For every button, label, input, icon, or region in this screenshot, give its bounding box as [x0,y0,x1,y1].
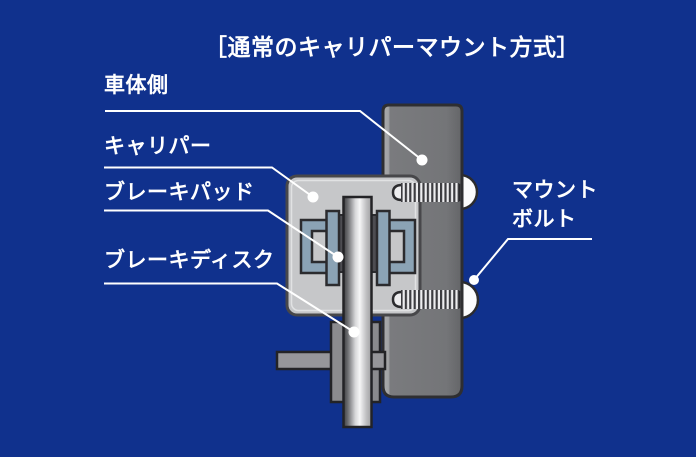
brake-disc-shape [342,195,373,429]
leader-dot-mount-bolt [469,275,479,285]
label-mount-bolt-line2: ボルト [512,208,577,231]
leader-lines [104,110,592,333]
mount-bolt-head-top [458,173,479,211]
label-brake-pad: ブレーキパッド [104,181,255,204]
brake-pad-plate-left [325,209,341,287]
leader-dot-brake-disc [348,326,360,338]
mount-bolt-head-bottom [458,280,480,320]
label-mount-bolt: マウント ボルト [512,176,598,234]
leader-mount-bolt [473,238,592,281]
label-body-side: 車体側 [104,74,169,97]
leader-dot-caliper [307,191,319,203]
diagram-title: ［通常のキャリパーマウント方式］ [204,34,580,60]
label-mount-bolt-line1: マウント [512,179,598,202]
mount-bolt-rod-bottom [391,290,461,309]
leader-caliper [104,166,314,198]
leader-dot-brake-pad [332,251,344,263]
leader-body-side [105,110,423,161]
brake-pad-plate-right [375,209,391,287]
mount-bolt-rod-top [391,183,461,202]
leader-dot-body-side [416,154,428,166]
label-brake-disc: ブレーキディスク [104,249,275,272]
leader-brake-disc [104,282,355,333]
leader-brake-pad [104,209,339,258]
axle-arm [275,350,336,371]
label-caliper: キャリパー [104,135,212,158]
leader-dots [307,154,479,338]
